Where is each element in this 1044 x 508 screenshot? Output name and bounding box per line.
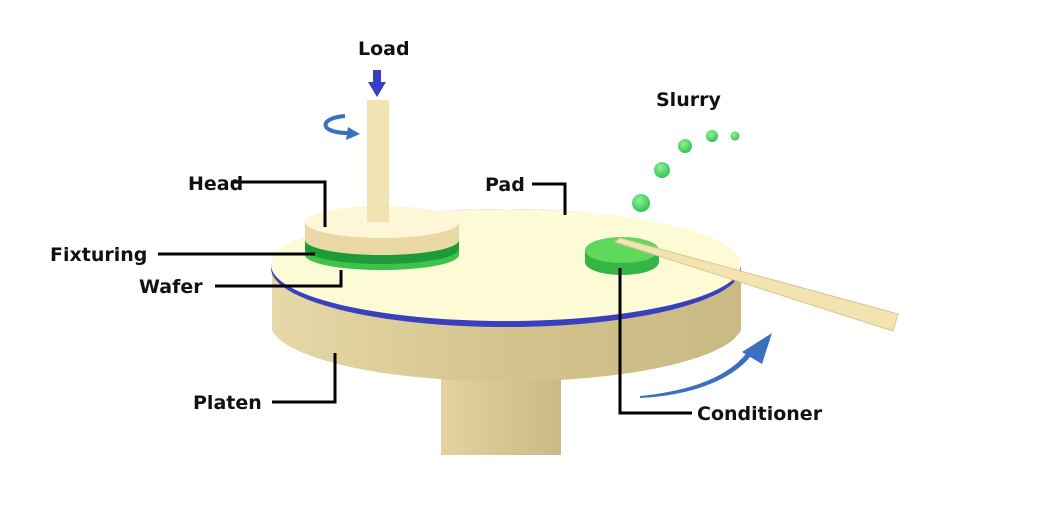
head-leader: [231, 180, 327, 227]
head-shaft: [367, 100, 389, 222]
label-load: Load: [358, 38, 410, 60]
slurry-drops: [632, 130, 740, 212]
conditioner-arm: [613, 237, 899, 332]
load-arrow-icon: [368, 70, 386, 97]
label-conditioner: Conditioner: [697, 403, 823, 425]
label-head: Head: [188, 173, 243, 195]
wafer-leader: [215, 270, 343, 288]
rotation-arrow-icon: [323, 114, 360, 140]
platen-rotation-arrow-icon: [640, 333, 772, 398]
label-platen: Platen: [193, 392, 262, 414]
label-fixturing: Fixturing: [50, 244, 147, 266]
conditioner-leader: [618, 268, 692, 415]
pad-leader: [532, 182, 567, 215]
platen-leader: [272, 353, 337, 404]
label-slurry: Slurry: [656, 89, 721, 111]
label-wafer: Wafer: [139, 276, 203, 298]
label-pad: Pad: [485, 174, 525, 196]
platen-shaft: [441, 370, 561, 455]
